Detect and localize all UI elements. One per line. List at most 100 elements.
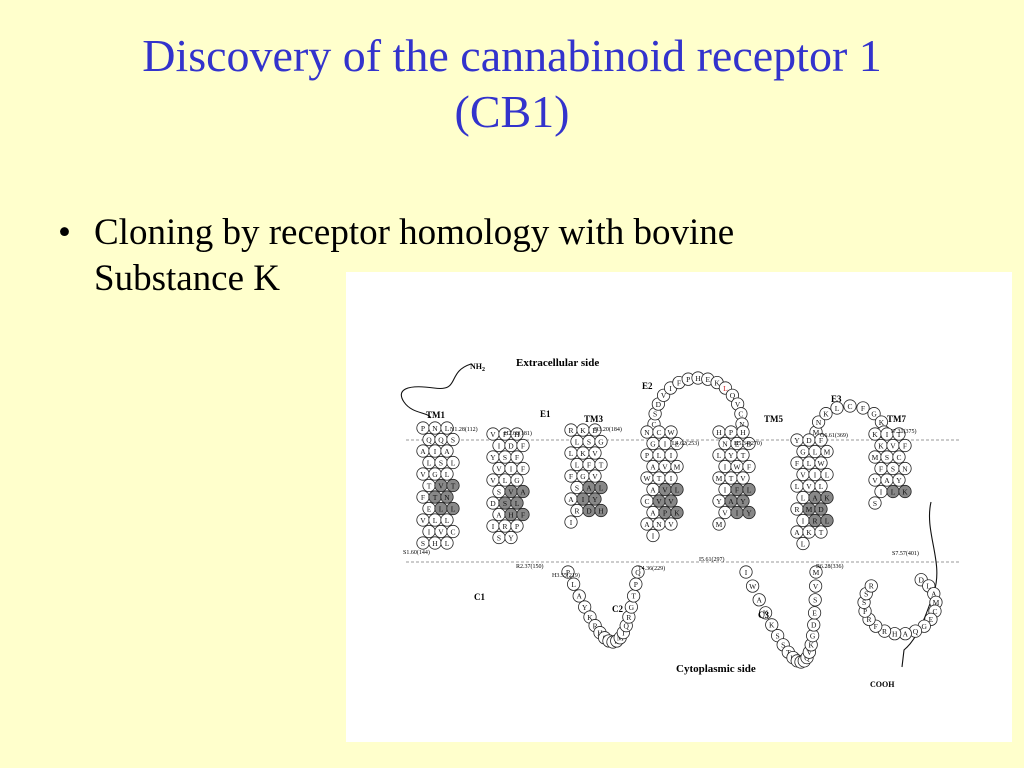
residue-letter: F bbox=[521, 441, 525, 450]
residue-letter: V bbox=[872, 476, 878, 485]
residue-tm2: G bbox=[510, 473, 524, 487]
residue-tm1: S bbox=[416, 536, 430, 550]
residue-tm1: A bbox=[416, 444, 430, 458]
residue-tm1: A bbox=[440, 444, 454, 458]
residue-letter: P bbox=[566, 568, 570, 577]
extracellular-label: Extracellular side bbox=[516, 357, 599, 369]
residue-letter: A bbox=[576, 592, 582, 601]
tm-label-tm1: TM1 bbox=[426, 410, 445, 420]
residue-letter: Y bbox=[716, 497, 722, 506]
residue-tm2: S bbox=[492, 484, 506, 499]
residue-letter: A bbox=[756, 596, 762, 605]
residue-letter: T bbox=[729, 474, 734, 483]
residue-letter: D bbox=[746, 439, 752, 448]
residue-tm5: Y bbox=[736, 494, 750, 508]
residue-tm7: F bbox=[898, 438, 912, 453]
residue-letter: L bbox=[825, 470, 830, 479]
residue-letter: C bbox=[644, 497, 649, 506]
residue-tm3: V bbox=[588, 469, 602, 483]
residue-tm1: L bbox=[440, 467, 454, 481]
residue-tm6: R bbox=[790, 502, 804, 516]
residue-tm3: V bbox=[588, 446, 602, 460]
residue-letter: I bbox=[724, 462, 727, 471]
residue-tm4: A bbox=[640, 517, 654, 531]
residue-tm6: F bbox=[790, 456, 804, 470]
residue-letter: R bbox=[593, 621, 598, 630]
residue-tm1: L bbox=[446, 455, 460, 470]
residue-letter: F bbox=[569, 472, 573, 481]
residue-tm5: F bbox=[730, 482, 744, 497]
residue-letter: V bbox=[807, 648, 813, 657]
residue-letter: L bbox=[571, 580, 576, 589]
residue-letter: L bbox=[926, 582, 931, 591]
residue-letter: N bbox=[444, 493, 450, 502]
residue-letter: W bbox=[817, 459, 825, 468]
residue-letter: H bbox=[740, 428, 746, 437]
residue-letter: I bbox=[670, 474, 673, 483]
residue-letter: V bbox=[668, 497, 674, 506]
residue-letter: C bbox=[656, 428, 661, 437]
residue-tm5: M bbox=[712, 517, 726, 531]
residue-tm5: M bbox=[712, 471, 726, 485]
residue-letter: K bbox=[823, 409, 829, 418]
residue-letter: T bbox=[786, 648, 791, 657]
residue-letter: W bbox=[733, 462, 741, 471]
residue-c2: P bbox=[629, 577, 643, 591]
residue-letter: P bbox=[729, 428, 733, 437]
pos-label-r237: R2.37(150) bbox=[516, 563, 544, 570]
residue-letter: G bbox=[598, 437, 604, 446]
residue-letter: Q bbox=[624, 621, 630, 630]
residue-tm6: L bbox=[796, 536, 810, 551]
residue-letter: N bbox=[739, 420, 745, 429]
residue-letter: M bbox=[716, 520, 723, 529]
residue-tm6: D bbox=[814, 502, 828, 516]
residue-tm6: I bbox=[796, 513, 810, 528]
residue-tm1: V bbox=[434, 478, 448, 493]
residue-letter: Q bbox=[730, 391, 736, 400]
residue-letter: R bbox=[869, 582, 874, 591]
residue-tm3: H bbox=[594, 503, 608, 518]
residue-letter: H bbox=[432, 539, 438, 548]
pos-label-h268: H2.68(181) bbox=[504, 430, 532, 437]
residue-letter: V bbox=[740, 474, 746, 483]
residue-letter: G bbox=[629, 603, 635, 612]
residue-tm2: D bbox=[486, 496, 500, 510]
residue-tm1: L bbox=[440, 421, 454, 435]
residue-tm4: I bbox=[664, 471, 678, 485]
residue-c3: K bbox=[758, 606, 773, 620]
residue-letter: M bbox=[674, 462, 681, 471]
residue-tm6: L bbox=[814, 479, 828, 493]
residue-tm6: R bbox=[808, 513, 822, 528]
residue-tm1: L bbox=[422, 455, 436, 470]
residue-letter: K bbox=[902, 487, 908, 496]
pos-label-d320: D3.20(184) bbox=[594, 426, 622, 433]
residue-tm3: A bbox=[564, 492, 578, 506]
residue-tm4: N bbox=[652, 517, 666, 531]
residue-letter: I bbox=[664, 439, 667, 448]
residue-tm5: H bbox=[712, 425, 726, 439]
residue-e3: C bbox=[843, 399, 857, 413]
residue-letter: N bbox=[722, 439, 728, 448]
residue-tm4: L bbox=[652, 448, 666, 462]
residue-letter: I bbox=[670, 451, 673, 460]
residue-letter: C bbox=[651, 420, 656, 429]
residue-tm5: V bbox=[736, 471, 750, 485]
residue-letter: L bbox=[675, 485, 680, 494]
residue-tm1: L bbox=[446, 501, 460, 516]
residue-tm7: S bbox=[880, 450, 894, 464]
residue-letter: M bbox=[716, 474, 723, 483]
residue-letter: A bbox=[568, 495, 574, 504]
residue-tm2: V bbox=[504, 484, 518, 499]
residue-tm2: V bbox=[492, 461, 506, 476]
residue-letter: P bbox=[645, 451, 649, 460]
residue-tm4: V bbox=[658, 459, 672, 474]
residue-letter: S bbox=[497, 533, 501, 542]
loop-label-c2: C2 bbox=[612, 604, 623, 614]
residue-c-tail: Q bbox=[908, 624, 923, 638]
residue-letter: S bbox=[575, 483, 579, 492]
residue-tm2: S bbox=[498, 496, 512, 510]
residue-tm7: S bbox=[886, 461, 900, 476]
residue-letter: R bbox=[794, 505, 799, 514]
residue-letter: R bbox=[626, 613, 631, 622]
residue-letter: A bbox=[644, 520, 650, 529]
